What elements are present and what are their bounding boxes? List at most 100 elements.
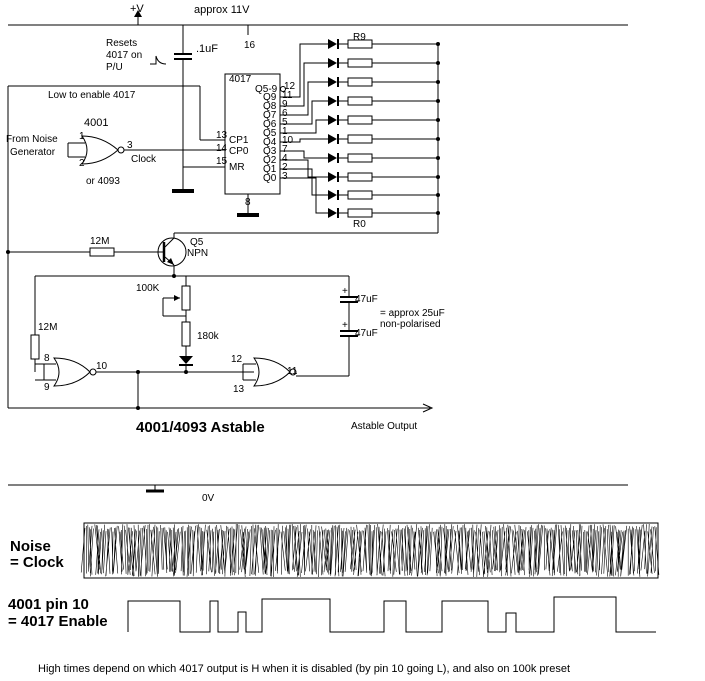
cap-note-line1: = approx 25uF (380, 308, 445, 319)
low-enable-label: Low to enable 4017 (48, 90, 136, 101)
ladder-wire (280, 177, 328, 214)
cp1-label: CP1 (229, 135, 249, 146)
mr-label: MR (229, 162, 245, 173)
r-12m-left (30, 334, 40, 360)
ladder-resistor (347, 134, 373, 144)
ladder-diode (328, 190, 337, 200)
ladder-wire (280, 138, 328, 143)
astable-diode (179, 356, 193, 364)
reset-pulse-icon (150, 55, 167, 65)
gate-b-nor (253, 357, 291, 387)
out-label-q5: Q5 (263, 128, 277, 139)
cap-47b-plus: + (342, 320, 348, 331)
noise-pin2: 2 (79, 158, 85, 169)
or-4093-label: or 4093 (86, 176, 120, 187)
junction-emitter (172, 274, 176, 278)
noise-nor-gate (81, 135, 119, 165)
ladder-resistor (347, 172, 373, 182)
noise-waveform (80, 523, 660, 578)
ladder-resistor (347, 208, 373, 218)
ladder-wire (280, 168, 328, 196)
pin10-label-line2: = 4017 Enable (8, 613, 108, 630)
out-label-q8: Q8 (263, 101, 277, 112)
junction-diode (184, 370, 188, 374)
cap-note-line2: non-polarised (380, 319, 441, 330)
gate-a-pin9: 9 (44, 382, 50, 393)
gate-b-pin11: 11 (287, 366, 298, 377)
ladder-diode (328, 39, 337, 49)
ic-4017-label: 4017 (229, 74, 252, 85)
r-180k (181, 321, 191, 347)
pot-wiper-arrow (174, 295, 180, 301)
noise-pin3: 3 (127, 140, 133, 151)
enable-waveform (127, 596, 656, 633)
pin16-label: 16 (244, 40, 256, 51)
pin8-label: 8 (245, 197, 251, 208)
gate-b-bubble (289, 368, 297, 376)
ladder-wire (280, 100, 328, 125)
astable-output-label: Astable Output (351, 421, 417, 432)
noise-label-line2: = Clock (10, 554, 64, 571)
noise-strokes (80, 523, 660, 578)
ladder-wire (280, 150, 328, 159)
pin15-label: 15 (216, 156, 228, 167)
ic-4017-out-pins: 12 11 9 6 5 1 10 7 4 2 3 (282, 81, 296, 182)
clock-label: Clock (131, 154, 157, 165)
cp0-label: CP0 (229, 146, 249, 157)
gate-a-pin10: 10 (96, 361, 108, 372)
out-pin-6: 6 (282, 108, 288, 119)
vplus-label: +V (130, 3, 144, 15)
reset-note-line1: Resets (106, 38, 137, 49)
out-label-q2: Q2 (263, 155, 277, 166)
ladder-resistor (347, 115, 373, 125)
ic-4017-body (224, 73, 281, 195)
out-label-q9: Q9 (263, 92, 277, 103)
noise-pin1: 1 (79, 131, 85, 142)
ladder-resistor (347, 96, 373, 106)
gate-a-nor (53, 357, 91, 387)
ladder-diode (328, 172, 337, 182)
reset-note-line3: P/U (106, 62, 123, 73)
cap-47a-plus: + (342, 286, 348, 297)
out-label-q4: Q4 (263, 137, 277, 148)
q5-label: Q5 (190, 237, 204, 248)
r-12m-top-label: 12M (90, 236, 109, 247)
noise-gate-bubble (117, 146, 125, 154)
q5-emitter-arrow (167, 258, 174, 265)
gate-b-pin13: 13 (233, 384, 245, 395)
pin14-label: 14 (216, 143, 228, 154)
supply-label: approx 11V (194, 4, 250, 16)
vplus-arrow (134, 10, 142, 17)
npn-label: NPN (187, 248, 208, 259)
ladder-resistor (347, 153, 373, 163)
out-pin-10: 10 (282, 135, 294, 146)
gate-b-pin12: 12 (231, 354, 243, 365)
pot-100k-label: 100K (136, 283, 160, 294)
out-pin-7: 7 (282, 144, 288, 155)
out-pin-11: 11 (282, 90, 293, 101)
from-noise-line1: From Noise (6, 134, 58, 145)
pin13-label: 13 (216, 130, 228, 141)
out-pin-2: 2 (282, 162, 288, 173)
from-noise-line2: Generator (10, 147, 56, 158)
out-label-q6: Q6 (263, 119, 277, 130)
q5-collector (164, 237, 175, 248)
ladder-wire (280, 62, 328, 107)
ladder-wire (280, 43, 328, 98)
diode-resistor-ladder (280, 39, 440, 218)
gate-a-pin8: 8 (44, 353, 50, 364)
q59-bubble (280, 86, 286, 92)
ladder-diode (328, 153, 337, 163)
noise-waveform-box (83, 522, 659, 579)
out-label-q1: Q1 (263, 164, 277, 175)
ladder-resistor (347, 58, 373, 68)
r-180k-label: 180k (197, 331, 220, 342)
junction-base (6, 250, 10, 254)
out-pin-12: 12 (284, 81, 296, 92)
cap-47b-label: 47uF (355, 328, 378, 339)
ladder-diode (328, 134, 337, 144)
junction-output (136, 406, 140, 410)
cap-01-label: .1uF (196, 43, 218, 55)
footnote: High times depend on which 4017 output i… (38, 663, 570, 675)
